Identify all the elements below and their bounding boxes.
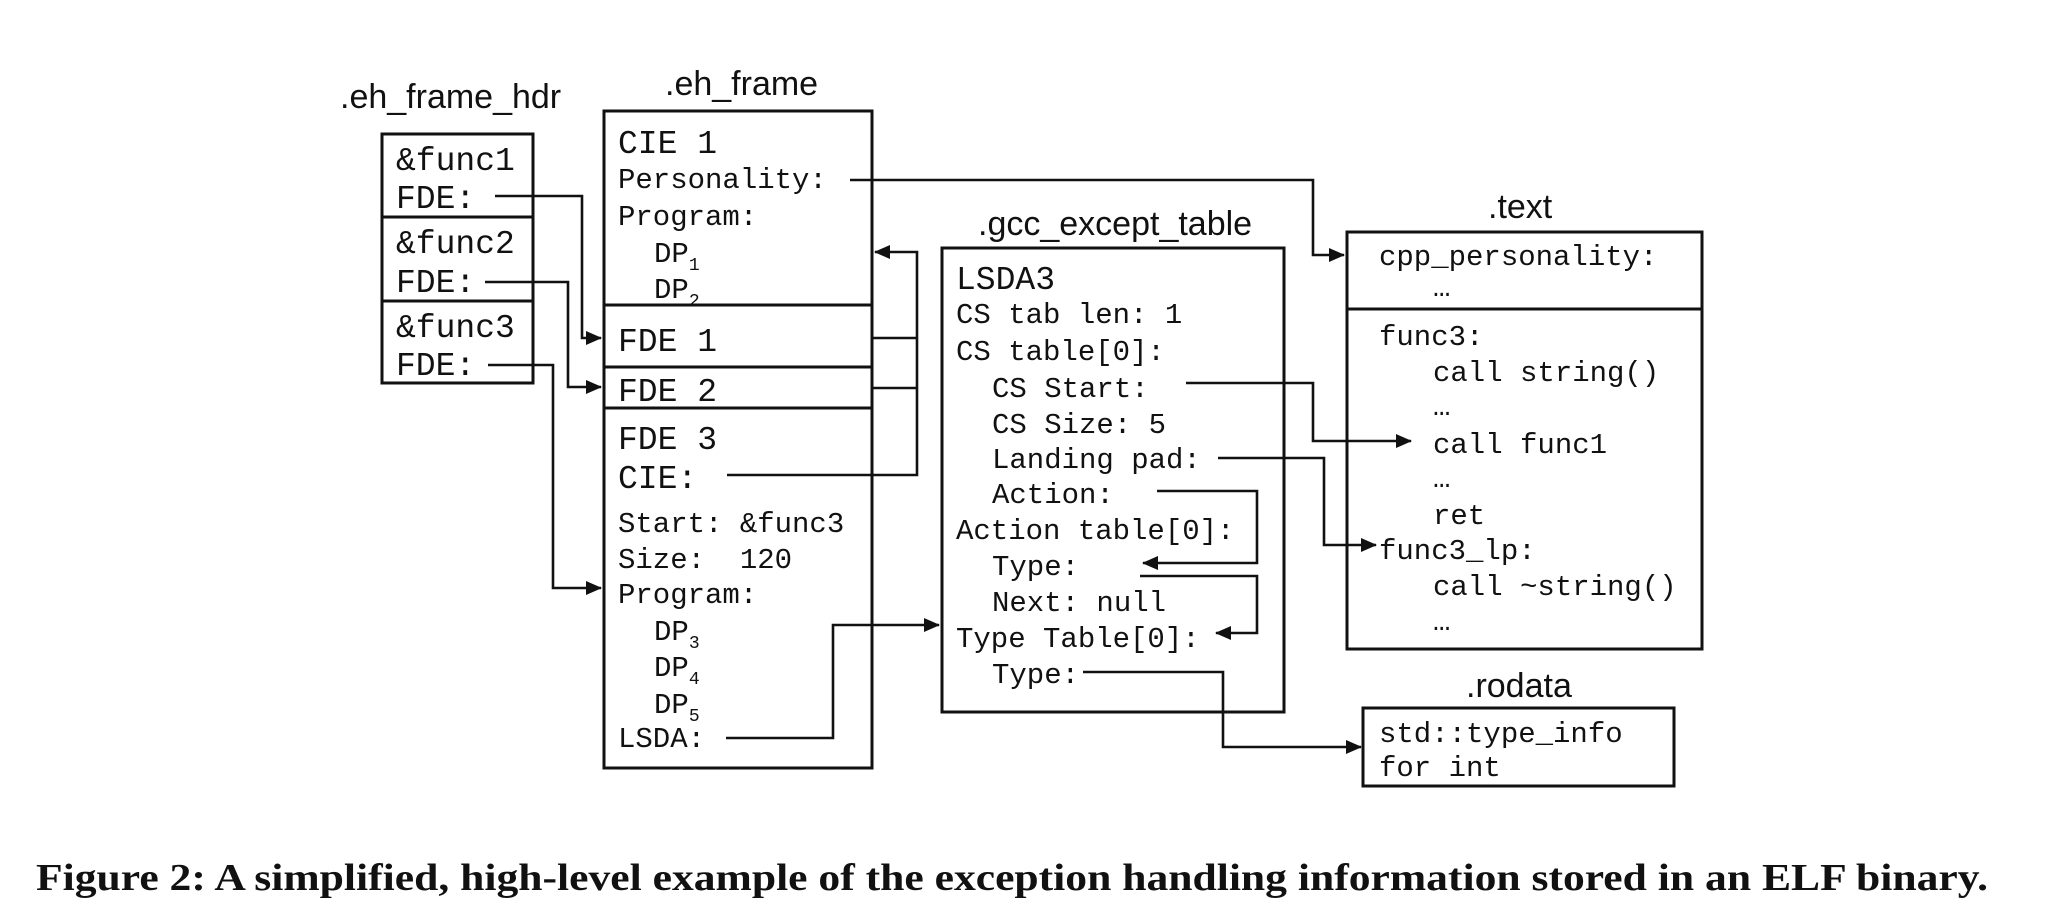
arrow-action-to-action-type [1142, 489, 1259, 570]
lsda-line: CS table[0]: [956, 336, 1165, 369]
fde3-size: Size: 120 [618, 544, 792, 577]
cie1-heading: CIE 1 [618, 126, 717, 163]
cie1-program: Program: [618, 201, 757, 234]
eh-frame-title: .eh_frame [665, 65, 818, 103]
lsda-line: Type: [992, 551, 1079, 584]
hdr-entry-fde2: FDE: [396, 265, 475, 302]
arrow-landing-pad-to-func3-lp [1218, 456, 1377, 552]
lsda-line: Type Table[0]: [956, 623, 1200, 656]
gcc-except-table-box [940, 246, 1286, 714]
arrow-lsda-to-lsda3 [726, 618, 940, 740]
rodata-title: .rodata [1466, 667, 1572, 705]
connectors [485, 178, 1412, 754]
fde3-dp5: DP5 [654, 689, 700, 727]
fde3-program: Program: [618, 579, 757, 612]
gcc-except-table-section: .gcc_except_table LSDA3 CS tab len: 1 CS… [940, 205, 1286, 714]
arrow-hdr-fde1-to-fde1 [495, 194, 602, 345]
cie1-dp1: DP1 [654, 238, 700, 276]
text-line: call string() [1433, 357, 1659, 390]
eh-frame-hdr-box [380, 132, 535, 385]
arrow-fde3-cie-to-cie1 [727, 245, 919, 477]
text-line: ret [1433, 500, 1485, 533]
text-section: .text cpp_personality: … func3: call str… [1345, 188, 1704, 651]
fde3-dp4: DP4 [654, 652, 700, 690]
figure-caption: Figure 2: A simplified, high-level examp… [36, 857, 1988, 899]
eh-frame-hdr-title: .eh_frame_hdr [340, 78, 561, 116]
eh-frame-box [602, 109, 874, 770]
arrow-hdr-fde3-to-fde3 [488, 363, 602, 595]
lsda-line: Landing pad: [992, 444, 1201, 477]
lsda-line: Next: null [992, 587, 1166, 620]
arrow-type-to-type-table [1140, 574, 1259, 640]
text-line: call ~string() [1433, 571, 1677, 604]
eh-frame-hdr-section: .eh_frame_hdr &func1 FDE: &func2 FDE: &f… [340, 78, 561, 385]
cie1-dp2: DP2 [654, 274, 700, 312]
rodata-line: std::type_info [1379, 718, 1623, 751]
arrow-cs-start-to-call-func1 [1186, 381, 1412, 448]
lsda-line: LSDA3 [956, 262, 1055, 299]
text-line: … [1433, 606, 1450, 639]
fde3-dp3: DP3 [654, 616, 700, 654]
rodata-line: for int [1379, 752, 1501, 785]
fde1-heading: FDE 1 [618, 324, 717, 361]
text-line: … [1433, 272, 1450, 305]
fde3-start: Start: &func3 [618, 508, 844, 541]
lsda-line: CS tab len: 1 [956, 299, 1182, 332]
hdr-entry-func2: &func2 [396, 226, 515, 263]
cie1-personality: Personality: [618, 164, 827, 197]
arrow-personality-to-cpp-personality [850, 178, 1345, 262]
gcc-except-table-title: .gcc_except_table [978, 205, 1252, 243]
text-line: … [1433, 391, 1450, 424]
lsda-line: Action: [992, 479, 1114, 512]
hdr-entry-func1: &func1 [396, 143, 515, 180]
fde3-cie: CIE: [618, 461, 697, 498]
hdr-entry-fde3: FDE: [396, 348, 475, 385]
text-line: func3: [1379, 321, 1483, 354]
fde3-heading: FDE 3 [618, 422, 717, 459]
eh-frame-section: .eh_frame CIE 1 Personality: Program: DP… [602, 65, 874, 770]
rodata-section: .rodata std::type_info for int [1361, 667, 1676, 788]
rodata-box [1361, 706, 1676, 788]
text-line: … [1433, 463, 1450, 496]
fde3-lsda: LSDA: [618, 723, 705, 756]
fde2-heading: FDE 2 [618, 374, 717, 411]
arrow-type-to-rodata [1083, 670, 1362, 754]
lsda-line: Type: [992, 659, 1079, 692]
lsda-line: Action table[0]: [956, 515, 1234, 548]
text-line: call func1 [1433, 429, 1607, 462]
hdr-entry-fde1: FDE: [396, 181, 475, 218]
lsda-line: CS Size: 5 [992, 409, 1166, 442]
hdr-entry-func3: &func3 [396, 310, 515, 347]
lsda-line: CS Start: [992, 373, 1149, 406]
text-line: cpp_personality: [1379, 241, 1657, 274]
text-title: .text [1488, 188, 1553, 226]
arrow-hdr-fde2-to-fde2 [485, 280, 602, 394]
text-line: func3_lp: [1379, 535, 1536, 568]
